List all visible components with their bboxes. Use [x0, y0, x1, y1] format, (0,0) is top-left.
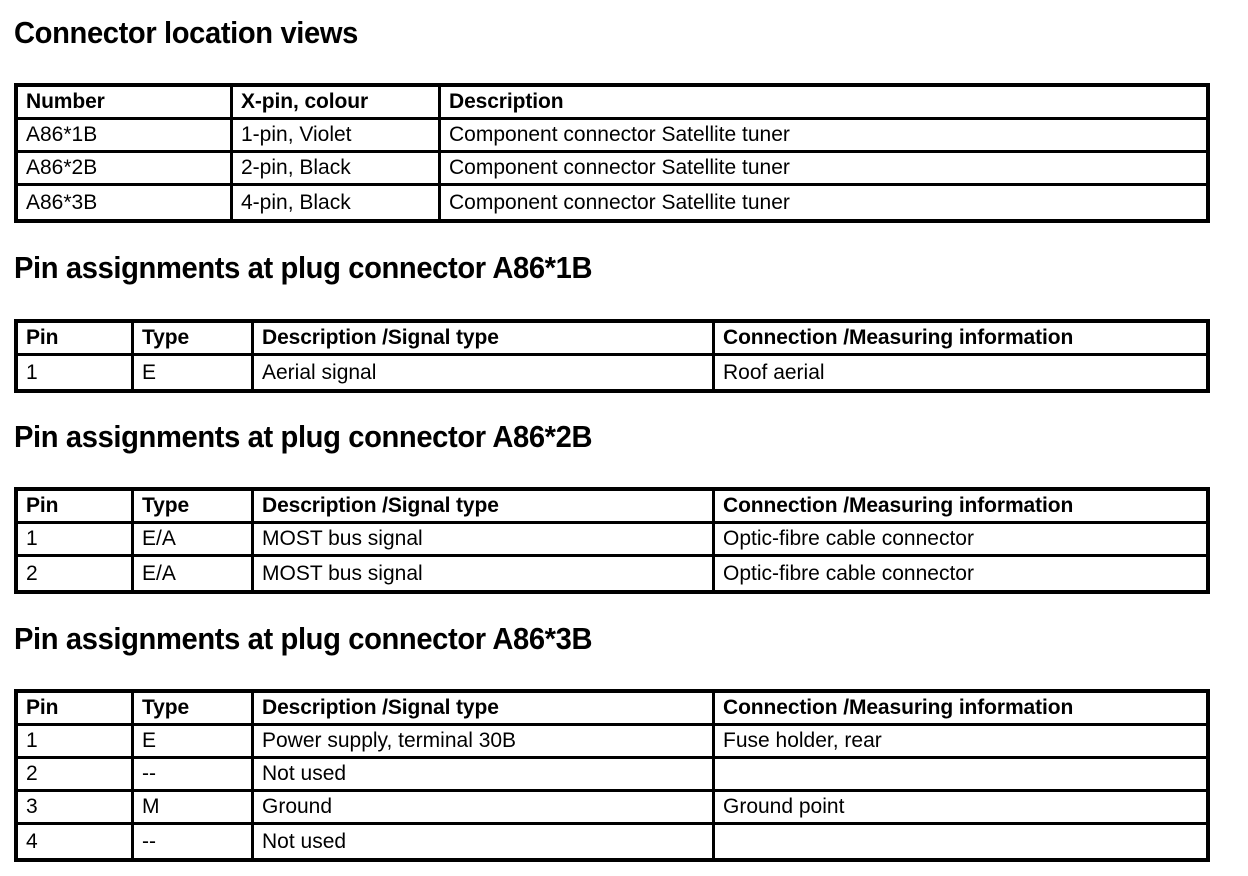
table-row: A86*2B 2-pin, Black Component connector …: [18, 153, 1206, 186]
column-header-description-signal-type: Description /Signal type: [254, 693, 715, 726]
cell-xpin-colour: 1-pin, Violet: [233, 120, 441, 153]
cell-connection-measuring-information: Fuse holder, rear: [715, 726, 1206, 759]
cell-description-signal-type: MOST bus signal: [254, 524, 715, 557]
cell-description-signal-type: Aerial signal: [254, 356, 715, 389]
cell-xpin-colour: 4-pin, Black: [233, 186, 441, 219]
section-heading-pin-assignments-a86-1b: Pin assignments at plug connector A86*1B: [14, 250, 593, 285]
pin-assignments-table-a86-2b: Pin Type Description /Signal type Connec…: [14, 487, 1210, 594]
column-header-description-signal-type: Description /Signal type: [254, 323, 715, 356]
table-row: 2 -- Not used: [18, 759, 1206, 792]
cell-description-signal-type: Ground: [254, 792, 715, 825]
column-header-description-signal-type: Description /Signal type: [254, 491, 715, 524]
cell-type: E/A: [134, 557, 254, 590]
cell-type: E: [134, 726, 254, 759]
section-heading-pin-assignments-a86-3b: Pin assignments at plug connector A86*3B: [14, 621, 593, 656]
column-header-connection-measuring-information: Connection /Measuring information: [715, 491, 1206, 524]
cell-number: A86*1B: [18, 120, 233, 153]
cell-description: Component connector Satellite tuner: [441, 186, 1206, 219]
cell-type: --: [134, 759, 254, 792]
connector-locations-table: Number X-pin, colour Description A86*1B …: [14, 83, 1210, 223]
column-header-pin: Pin: [18, 693, 134, 726]
cell-connection-measuring-information: Optic-fibre cable connector: [715, 557, 1206, 590]
table-header-row: Pin Type Description /Signal type Connec…: [18, 491, 1206, 524]
table-row: 3 M Ground Ground point: [18, 792, 1206, 825]
column-header-description: Description: [441, 87, 1206, 120]
cell-xpin-colour: 2-pin, Black: [233, 153, 441, 186]
column-header-connection-measuring-information: Connection /Measuring information: [715, 693, 1206, 726]
cell-pin: 1: [18, 524, 134, 557]
cell-number: A86*2B: [18, 153, 233, 186]
cell-description-signal-type: MOST bus signal: [254, 557, 715, 590]
pin-assignments-table-a86-3b: Pin Type Description /Signal type Connec…: [14, 689, 1210, 862]
cell-description-signal-type: Not used: [254, 759, 715, 792]
cell-number: A86*3B: [18, 186, 233, 219]
column-header-type: Type: [134, 491, 254, 524]
column-header-number: Number: [18, 87, 233, 120]
cell-description-signal-type: Power supply, terminal 30B: [254, 726, 715, 759]
cell-description: Component connector Satellite tuner: [441, 120, 1206, 153]
table-row: 2 E/A MOST bus signal Optic-fibre cable …: [18, 557, 1206, 590]
cell-pin: 3: [18, 792, 134, 825]
pin-assignments-table-a86-1b: Pin Type Description /Signal type Connec…: [14, 319, 1210, 393]
cell-type: M: [134, 792, 254, 825]
cell-connection-measuring-information: [715, 825, 1206, 858]
cell-description: Component connector Satellite tuner: [441, 153, 1206, 186]
table-row: 1 E/A MOST bus signal Optic-fibre cable …: [18, 524, 1206, 557]
cell-pin: 4: [18, 825, 134, 858]
cell-type: --: [134, 825, 254, 858]
column-header-connection-measuring-information: Connection /Measuring information: [715, 323, 1206, 356]
table-row: A86*1B 1-pin, Violet Component connector…: [18, 120, 1206, 153]
cell-connection-measuring-information: [715, 759, 1206, 792]
table-header-row: Pin Type Description /Signal type Connec…: [18, 323, 1206, 356]
cell-pin: 1: [18, 356, 134, 389]
cell-connection-measuring-information: Ground point: [715, 792, 1206, 825]
column-header-type: Type: [134, 323, 254, 356]
cell-pin: 1: [18, 726, 134, 759]
table-header-row: Pin Type Description /Signal type Connec…: [18, 693, 1206, 726]
cell-type: E/A: [134, 524, 254, 557]
table-row: A86*3B 4-pin, Black Component connector …: [18, 186, 1206, 219]
section-heading-pin-assignments-a86-2b: Pin assignments at plug connector A86*2B: [14, 419, 593, 454]
cell-connection-measuring-information: Optic-fibre cable connector: [715, 524, 1206, 557]
cell-connection-measuring-information: Roof aerial: [715, 356, 1206, 389]
column-header-xpin-colour: X-pin, colour: [233, 87, 441, 120]
column-header-pin: Pin: [18, 323, 134, 356]
cell-description-signal-type: Not used: [254, 825, 715, 858]
cell-type: E: [134, 356, 254, 389]
table-row: 1 E Aerial signal Roof aerial: [18, 356, 1206, 389]
section-heading-connector-location-views: Connector location views: [14, 15, 358, 50]
cell-pin: 2: [18, 759, 134, 792]
table-header-row: Number X-pin, colour Description: [18, 87, 1206, 120]
table-row: 4 -- Not used: [18, 825, 1206, 858]
cell-pin: 2: [18, 557, 134, 590]
table-row: 1 E Power supply, terminal 30B Fuse hold…: [18, 726, 1206, 759]
column-header-type: Type: [134, 693, 254, 726]
column-header-pin: Pin: [18, 491, 134, 524]
